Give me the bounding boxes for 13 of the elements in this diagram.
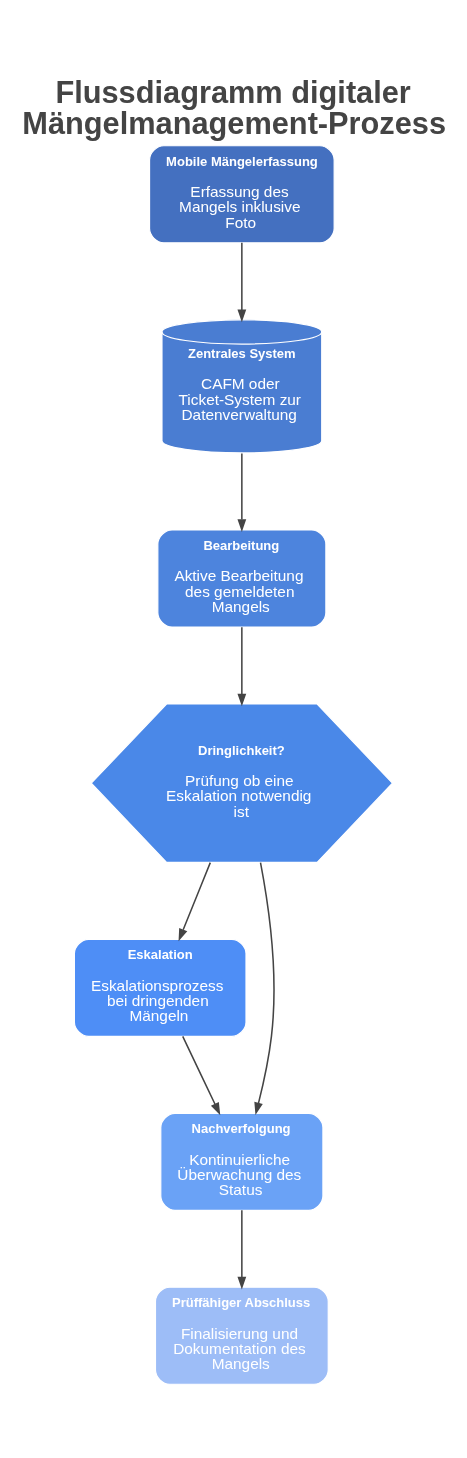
arrow [237,452,247,532]
arrow [237,1209,247,1289]
node-box: Mobile Mängelerfassung Erfassung des Mangels inklusive Foto [148,144,335,243]
node-box: Bearbeitung Aktive Bearbeitung des gemeldeten Mangels [157,528,327,628]
arrow [254,861,275,1115]
arrow [178,861,212,941]
node-box: Eskalation Eskalationsprozess bei dringenden Mängeln [73,938,247,1037]
node-box: Nachverfolgung Kontinuierliche Überwachung des Status [160,1112,324,1211]
diagram-title: Flussdiagramm digitaler Mängelmanagement-Prozess [22,74,447,141]
arrow [237,625,247,706]
arrow [181,1035,221,1115]
arrow [237,241,247,322]
node-box: Prüffähiger Abschluss Finalisierung und Dokumentation des Mangels [154,1286,329,1385]
